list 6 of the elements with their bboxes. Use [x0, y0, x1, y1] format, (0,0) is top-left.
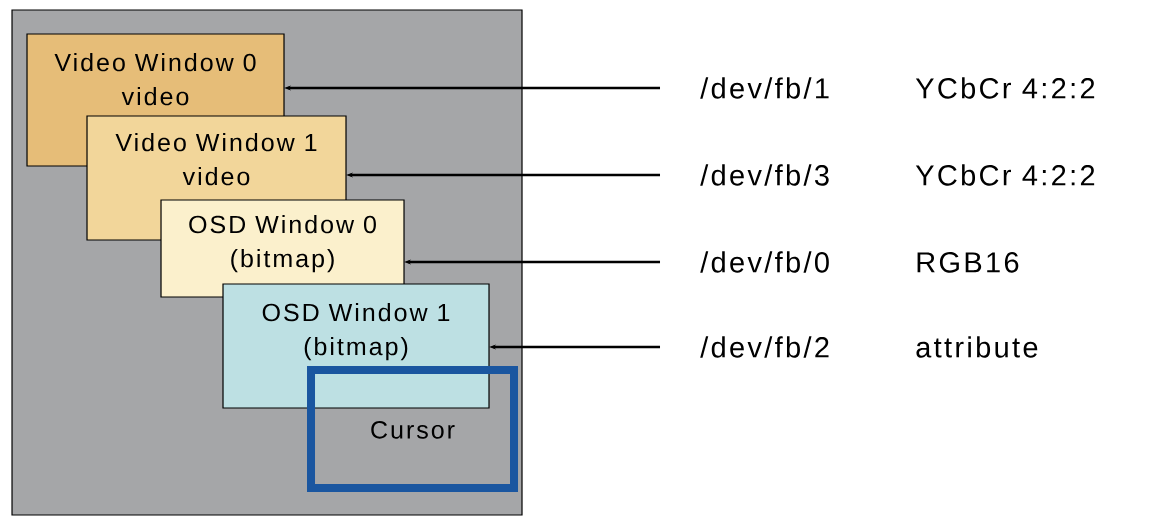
device-label: /dev/fb/3 YCbCr 4:2:2 — [700, 164, 1095, 186]
device-label: /dev/fb/1 YCbCr 4:2:2 — [700, 77, 1095, 99]
window-box: OSD Window 1 (bitmap) — [222, 283, 490, 409]
cursor-box: Cursor — [307, 366, 518, 492]
device-label: /dev/fb/0 RGB16 — [700, 251, 1019, 273]
device-label: /dev/fb/2 attribute — [700, 336, 1038, 358]
